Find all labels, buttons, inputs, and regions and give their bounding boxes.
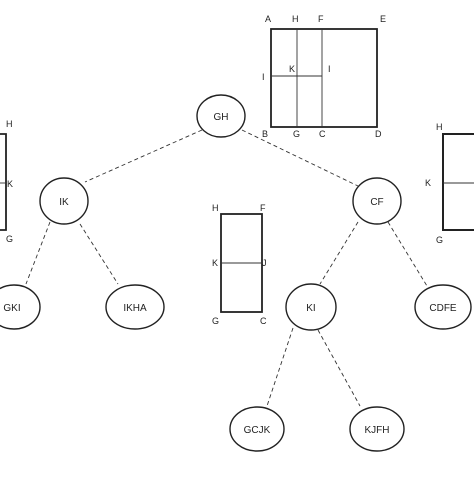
tree-node-right-left: KI xyxy=(285,283,337,331)
rect-top-label-h: H xyxy=(292,14,299,24)
rect-middle-label-g: G xyxy=(212,316,219,326)
rect-middle-label-k: K xyxy=(212,258,218,268)
partition-rect-right: H K G xyxy=(425,122,474,245)
rect-middle-label-j: J xyxy=(262,258,267,268)
rect-right-label-g: G xyxy=(436,235,443,245)
rect-top-label-g: G xyxy=(293,129,300,139)
edge-gh-ik xyxy=(84,129,203,183)
tree-edges xyxy=(25,129,428,407)
rect-top-label-i-left: I xyxy=(262,72,265,82)
node-label-left-left: GKI xyxy=(3,303,20,314)
tree-node-right: CF xyxy=(352,177,402,225)
rect-middle-label-c: C xyxy=(260,316,267,326)
edge-cf-ki xyxy=(319,221,359,285)
tree-nodes: GH IK CF GKI IKHA KI CDFE GCJK xyxy=(0,94,472,452)
rect-right-label-h: H xyxy=(436,122,443,132)
edge-ki-kjfh xyxy=(317,329,361,407)
node-label-left-right: IKHA xyxy=(123,303,147,314)
node-label-right-left-right: KJFH xyxy=(365,425,390,436)
tree-node-left-right: IKHA xyxy=(105,284,165,330)
rect-left-label-g: G xyxy=(6,234,13,244)
rect-top-label-f: F xyxy=(318,14,324,24)
tree-node-right-left-left: GCJK xyxy=(229,406,285,452)
rect-top-label-a: A xyxy=(265,14,271,24)
edge-ik-gki xyxy=(25,221,51,285)
rect-top-label-b: B xyxy=(262,129,268,139)
rect-top-label-e: E xyxy=(380,14,386,24)
rect-top-label-c: C xyxy=(319,129,326,139)
node-label-left: IK xyxy=(59,197,69,208)
rect-middle-label-h: H xyxy=(212,203,219,213)
rect-top-label-d: D xyxy=(375,129,382,139)
edge-ki-gcjk xyxy=(266,327,294,407)
edge-ik-ikha xyxy=(79,223,119,285)
tree-node-left-left: GKI xyxy=(0,284,41,330)
rect-right-outline xyxy=(442,133,474,231)
rect-right-label-k: K xyxy=(425,178,431,188)
partition-rect-left: H K G xyxy=(0,119,13,244)
tree-node-right-left-right: KJFH xyxy=(349,406,405,452)
edge-cf-cdfe xyxy=(387,221,428,287)
rect-middle-label-f: F xyxy=(260,203,266,213)
node-label-right-right: CDFE xyxy=(429,303,457,314)
tree-node-root: GH xyxy=(196,94,246,138)
node-label-right: CF xyxy=(370,197,383,208)
rect-left-label-h: H xyxy=(6,119,13,129)
rect-left-outline xyxy=(0,133,7,231)
rect-left-label-k: K xyxy=(7,179,13,189)
rect-top-label-k: K xyxy=(289,64,295,74)
partition-rect-top: A H F E I K I B G C D xyxy=(262,14,386,139)
rect-top-label-i-right: I xyxy=(328,64,331,74)
node-label-right-left: KI xyxy=(306,303,315,314)
node-label-root: GH xyxy=(214,112,229,123)
edge-gh-cf xyxy=(241,129,359,187)
rect-top-outline xyxy=(270,28,378,128)
node-label-right-left-left: GCJK xyxy=(244,425,271,436)
tree-node-left: IK xyxy=(39,177,89,225)
tree-node-right-right: CDFE xyxy=(414,284,472,330)
partition-rect-middle: H F K J G C xyxy=(212,203,267,326)
